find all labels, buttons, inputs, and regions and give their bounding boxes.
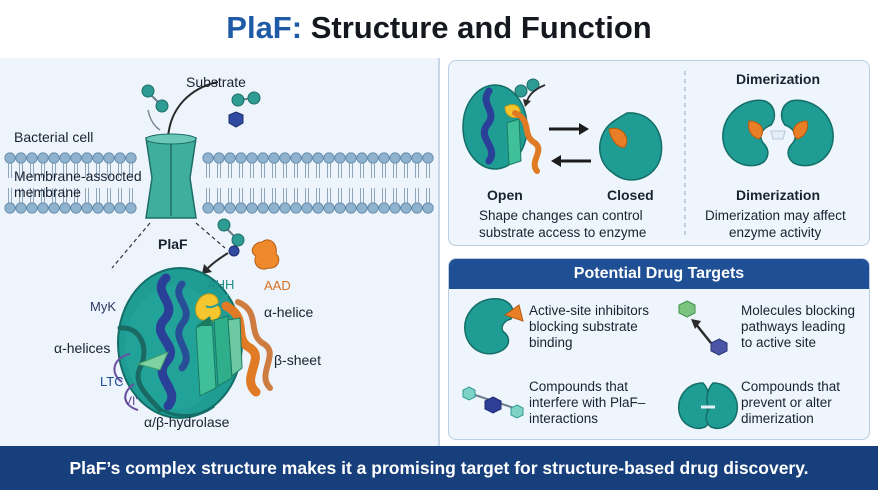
target4-line3: dimerization	[741, 411, 814, 426]
dimer-illustration	[722, 99, 834, 167]
membrane-channel	[145, 133, 197, 219]
interaction-blocker-icon	[462, 386, 524, 419]
label-plaf: PlaF	[158, 236, 188, 252]
label-ahh: AHH	[207, 277, 235, 292]
target3-line2: interfere with PlaF–	[529, 395, 646, 410]
closed-state	[599, 112, 663, 181]
page-title: PlaF: Structure and Function	[0, 0, 878, 56]
target1-line1: Active-site inhibitors	[529, 303, 650, 318]
dimer-desc-line1: Dimerization may affect	[705, 208, 846, 223]
label-substrate: Substrate	[186, 74, 246, 90]
label-vi: VI'	[124, 394, 138, 408]
dimerization-title: Dimerization	[736, 71, 821, 87]
active-site-inhibitor-icon	[464, 298, 524, 355]
target2-line3: to active site	[741, 335, 817, 350]
label-bacterial-cell: Bacterial cell	[14, 129, 94, 145]
drug-targets-header: Potential Drug Targets	[449, 259, 869, 289]
drug-illustrations	[462, 298, 738, 429]
open-state	[462, 78, 546, 174]
bound-substrate	[202, 218, 280, 274]
shape-desc-line2: substrate access to enzyme	[479, 225, 647, 240]
target2-line2: pathways leading	[741, 319, 846, 334]
shape-illustration	[462, 71, 834, 237]
label-beta-sheet: β-sheet	[274, 352, 321, 368]
label-membrane-line2: membrane	[14, 184, 81, 200]
label-ltc: LTC	[100, 374, 124, 389]
label-membrane-line1: Membrane-assocted	[14, 168, 142, 184]
pathway-blocker-icon	[678, 300, 728, 356]
dimerization-blocker-icon	[678, 382, 738, 429]
target1-line2: blocking substrate	[529, 319, 638, 334]
title-accent: PlaF:	[226, 10, 303, 45]
label-alpha-helices: α-helices	[54, 340, 111, 356]
target4-line2: prevent or alter	[741, 395, 832, 410]
label-hydrolase: α/β-hydrolase	[144, 414, 230, 430]
target1-line3: binding	[529, 335, 573, 350]
title-rest: Structure and Function	[302, 10, 652, 45]
dimerization-label: Dimerization	[736, 187, 821, 203]
substrate-molecules	[141, 81, 261, 148]
shape-desc-line1: Shape changes can control	[479, 208, 643, 223]
label-alpha-helice: α-helice	[264, 304, 314, 320]
left-panel-structure: Substrate Bacterial cell Membrane-assoct…	[0, 58, 440, 446]
target4-line1: Compounds that	[741, 379, 841, 394]
label-myk: MyK	[90, 299, 116, 314]
structure-illustration	[4, 81, 434, 419]
card-shape-dimerization: Open Closed Shape changes can control su…	[448, 60, 870, 246]
label-open: Open	[487, 187, 523, 203]
footer-banner: PlaF’s complex structure makes it a prom…	[0, 446, 878, 490]
label-aad: AAD	[264, 278, 291, 293]
dimer-desc-line2: enzyme activity	[729, 225, 822, 240]
cell-membrane	[4, 152, 434, 214]
label-closed: Closed	[607, 187, 654, 203]
target2-line1: Molecules blocking	[741, 303, 856, 318]
plaf-protein	[113, 267, 273, 419]
card-drug-targets: Potential Drug Targets Active-site inhib…	[448, 258, 870, 440]
target3-line3: interactions	[529, 411, 599, 426]
target3-line1: Compounds that	[529, 379, 629, 394]
